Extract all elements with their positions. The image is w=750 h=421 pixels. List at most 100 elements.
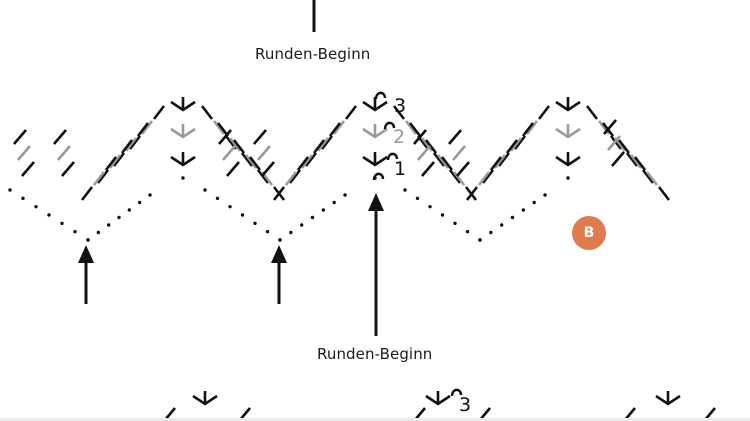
stitch-dash-icon: [316, 137, 330, 152]
stitch-dot-icon: [137, 200, 142, 205]
stitch-dash-icon: [448, 169, 462, 184]
stitch-dash-icon: [80, 186, 94, 201]
stitch-dash-icon: [96, 169, 110, 184]
stitch-dot-icon: [310, 215, 315, 220]
stitch-dot-icon: [532, 200, 536, 205]
stitch-dash-icon: [120, 139, 134, 154]
stitch-dash-icon: [344, 105, 358, 120]
stitch-dash-icon: [136, 122, 150, 137]
stitch-dash-icon: [465, 186, 479, 201]
stitch-dash-icon: [481, 169, 495, 184]
stitch-dash-icon: [493, 154, 507, 169]
stitch-dash-icon: [272, 186, 286, 201]
v-stitch-icon: [425, 391, 451, 406]
stitch-dash-icon: [424, 139, 438, 154]
bottom-strip: [0, 418, 750, 421]
stitch-dash-icon: [432, 152, 446, 167]
stitch-dash-icon: [497, 152, 511, 167]
stitch-dash-icon: [212, 120, 226, 135]
stitch-dash-icon: [228, 137, 242, 152]
stitch-dash-icon: [417, 145, 431, 161]
stitch-dash-icon: [420, 137, 434, 152]
stitch-dash-icon: [57, 145, 71, 161]
stitch-dash-icon: [477, 171, 491, 186]
stitch-dot-icon: [465, 229, 470, 234]
stitch-dot-icon: [521, 208, 526, 212]
v-stitch-icon: [192, 391, 218, 406]
stitch-dot-icon: [321, 208, 326, 212]
stitch-dot-icon: [343, 193, 347, 197]
stitch-dash-icon: [657, 186, 671, 201]
stitch-dot-icon: [181, 176, 185, 180]
stitch-dot-icon: [428, 204, 432, 209]
stitch-dash-icon: [332, 120, 346, 135]
stitch-dash-icon: [140, 120, 154, 135]
stitch-dash-icon: [304, 152, 318, 167]
stitch-dash-icon: [489, 156, 503, 171]
stitch-dash-icon: [633, 156, 647, 171]
v-stitch-icon: [170, 124, 196, 139]
row-number-1: 1: [394, 158, 407, 180]
stitch-dot-icon: [566, 176, 570, 180]
stitch-dot-icon: [289, 230, 293, 235]
stitch-dash-icon: [200, 105, 214, 120]
slip-stitch-loop-icon: [386, 152, 399, 161]
stitch-dash-icon: [509, 137, 523, 152]
stitch-dot-icon: [478, 238, 482, 242]
slip-stitch-loop-icon: [383, 121, 396, 130]
stitch-dot-icon: [499, 223, 504, 227]
stitch-dash-icon: [104, 156, 118, 171]
stitch-dash-icon: [448, 129, 462, 145]
stitch-dot-icon: [106, 223, 111, 227]
stitch-dash-icon: [218, 129, 232, 145]
stitch-dash-icon: [617, 139, 631, 154]
stitch-dash-icon: [248, 156, 262, 171]
stitch-dash-icon: [53, 129, 67, 145]
stitch-dash-icon: [244, 154, 258, 169]
stitch-dash-icon: [513, 135, 527, 150]
stitch-dash-icon: [452, 145, 466, 161]
stitch-dot-icon: [299, 223, 304, 227]
stitch-dash-icon: [257, 145, 271, 161]
stitch-dash-icon: [296, 156, 310, 171]
stitch-dash-icon: [226, 161, 240, 177]
v-stitch-icon: [555, 97, 581, 112]
stitch-dash-icon: [13, 129, 27, 145]
v-stitch-icon: [362, 152, 388, 167]
stitch-dot-icon: [489, 230, 493, 235]
stitch-dash-icon: [21, 161, 35, 177]
stitch-dot-icon: [117, 215, 121, 220]
stitch-dash-icon: [629, 154, 643, 169]
stitch-dash-icon: [436, 154, 450, 169]
stitch-dot-icon: [203, 188, 207, 192]
stitch-dash-icon: [61, 161, 75, 177]
stitch-dash-icon: [152, 105, 166, 120]
stitch-dash-icon: [440, 156, 454, 171]
stitch-dash-icon: [603, 119, 617, 135]
stitch-dash-icon: [408, 122, 422, 137]
stitch-dash-icon: [222, 145, 236, 161]
stitch-dash-icon: [92, 171, 106, 186]
slip-stitch-loop-icon: [450, 388, 463, 397]
stitch-dot-icon: [21, 196, 25, 201]
up-arrow-head-icon: [368, 193, 384, 211]
stitch-dash-icon: [392, 105, 406, 120]
stitch-dot-icon: [440, 213, 445, 217]
v-stitch-icon: [362, 124, 388, 139]
stitch-dot-icon: [73, 229, 77, 234]
stitch-dash-icon: [124, 137, 138, 152]
stitch-dash-icon: [128, 135, 142, 150]
stitch-dash-icon: [521, 122, 535, 137]
stitch-dash-icon: [284, 171, 298, 186]
stitch-dash-icon: [641, 169, 655, 184]
stitch-dash-icon: [607, 135, 621, 151]
stitch-dash-icon: [404, 120, 418, 135]
stitch-dash-icon: [232, 139, 246, 154]
v-stitch-icon: [362, 97, 388, 112]
stitch-dash-icon: [505, 139, 519, 154]
round-start-label-top: Runden-Beginn: [255, 45, 371, 63]
stitch-dash-icon: [288, 169, 302, 184]
round-start-label-bottom: Runden-Beginn: [317, 345, 433, 363]
